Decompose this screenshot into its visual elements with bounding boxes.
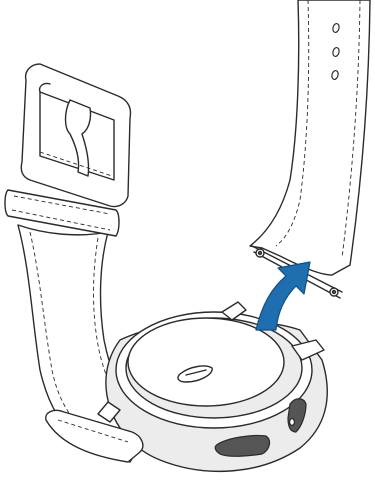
direction-arrow: [256, 262, 310, 330]
buckle: [21, 64, 130, 207]
loose-strap: [250, 0, 370, 298]
